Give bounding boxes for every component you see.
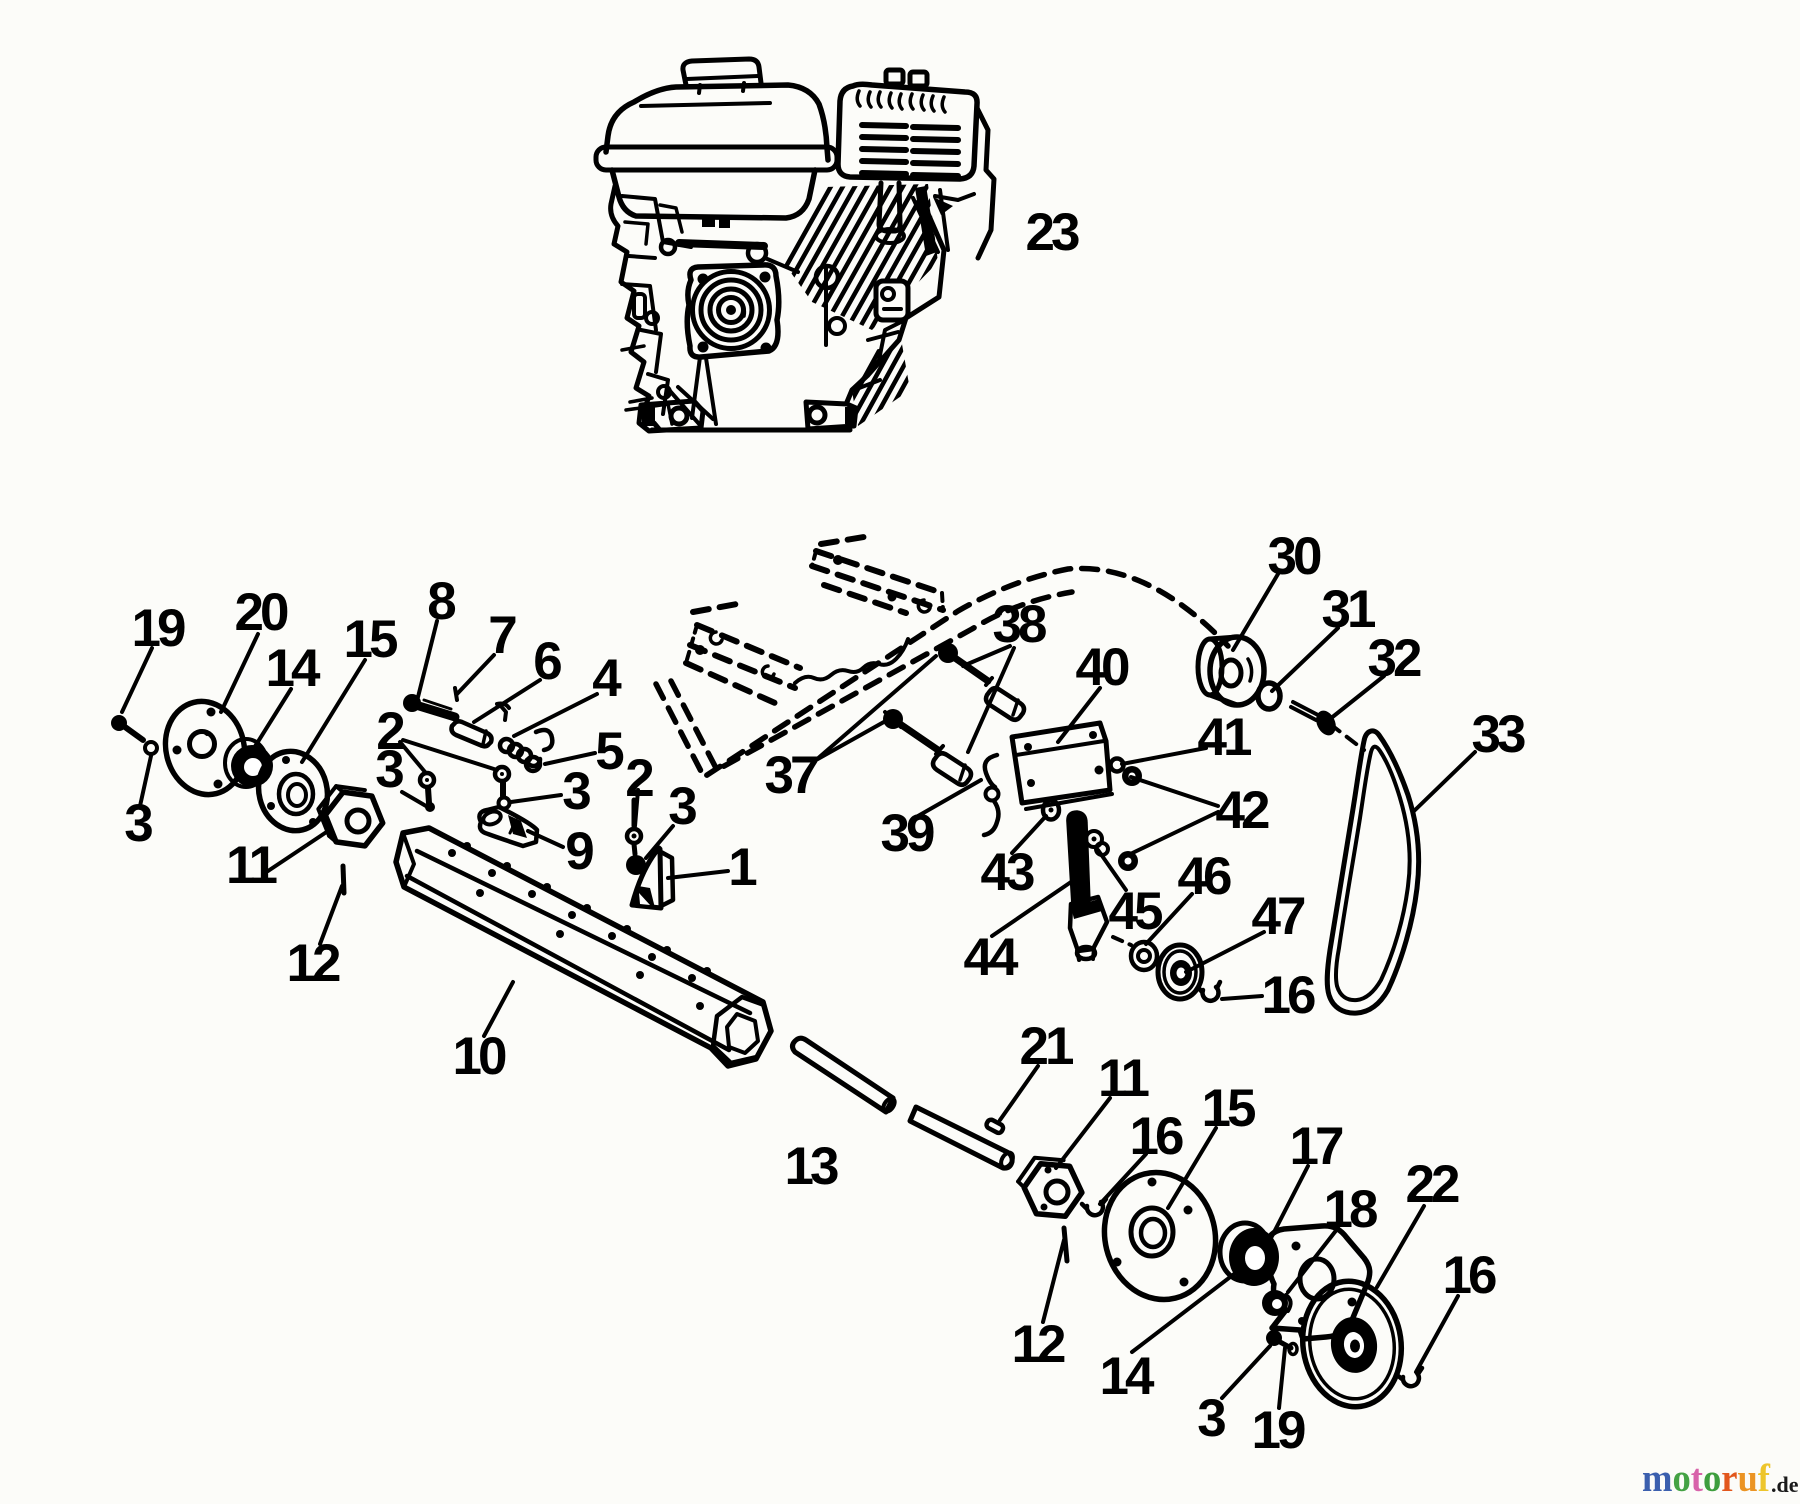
svg-text:31: 31 [1322,580,1375,639]
svg-text:40: 40 [1076,638,1129,697]
svg-text:22: 22 [1406,1155,1459,1214]
svg-text:1: 1 [728,838,756,897]
svg-text:15: 15 [1202,1079,1255,1138]
svg-text:44: 44 [964,928,1019,987]
svg-text:14: 14 [266,639,321,698]
svg-text:11: 11 [1098,1049,1149,1108]
svg-text:3: 3 [375,740,403,799]
svg-text:16: 16 [1262,966,1315,1025]
svg-text:42: 42 [1216,781,1269,840]
svg-text:.de: .de [1771,1472,1799,1497]
svg-text:16: 16 [1130,1107,1183,1166]
svg-text:3: 3 [1197,1389,1225,1448]
svg-text:motoruf: motoruf [1642,1457,1771,1500]
svg-text:38: 38 [993,595,1046,654]
svg-text:19: 19 [132,599,185,658]
svg-text:8: 8 [427,572,455,631]
svg-text:32: 32 [1368,629,1421,688]
svg-text:18: 18 [1324,1180,1377,1239]
svg-text:10: 10 [453,1027,506,1086]
svg-text:21: 21 [1020,1017,1073,1076]
svg-text:20: 20 [235,583,288,642]
svg-text:37: 37 [765,746,818,805]
svg-text:12: 12 [287,934,340,993]
svg-text:43: 43 [981,843,1034,902]
svg-text:6: 6 [533,632,561,691]
svg-text:30: 30 [1268,527,1321,586]
svg-text:41: 41 [1198,708,1251,767]
svg-text:15: 15 [344,610,397,669]
svg-text:4: 4 [592,649,622,708]
svg-text:14: 14 [1100,1347,1155,1406]
svg-text:7: 7 [488,606,516,665]
svg-text:45: 45 [1109,882,1162,941]
svg-text:39: 39 [881,804,934,863]
svg-text:16: 16 [1443,1246,1496,1305]
svg-text:12: 12 [1012,1315,1065,1374]
svg-text:19: 19 [1252,1401,1305,1460]
svg-text:33: 33 [1472,705,1525,764]
svg-text:11: 11 [226,836,277,895]
svg-text:17: 17 [1290,1117,1343,1176]
svg-text:5: 5 [595,722,623,781]
svg-text:13: 13 [785,1137,838,1196]
svg-text:2: 2 [625,749,653,808]
svg-text:46: 46 [1178,847,1231,906]
svg-text:9: 9 [565,822,593,881]
svg-text:3: 3 [668,777,696,836]
svg-text:3: 3 [562,762,590,821]
svg-text:23: 23 [1026,203,1079,262]
svg-text:3: 3 [124,794,152,853]
svg-text:47: 47 [1252,887,1305,946]
